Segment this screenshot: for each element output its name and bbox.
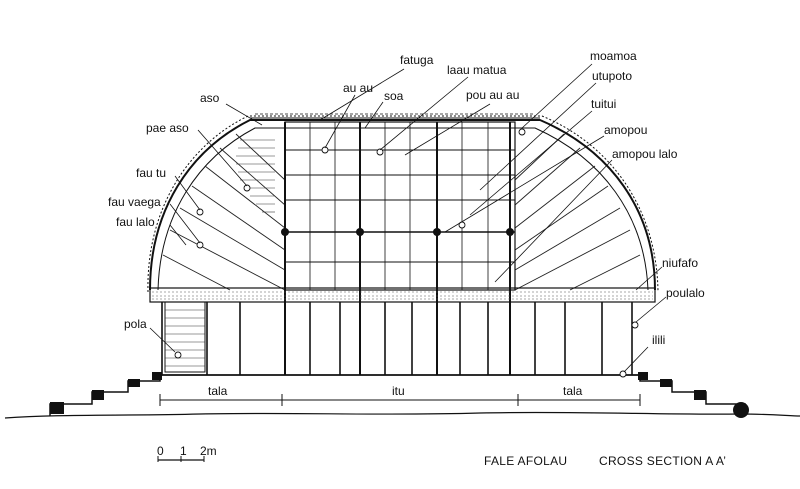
perimeter-posts xyxy=(161,302,633,375)
label-au-au: au au xyxy=(343,81,373,95)
label-tuitui: tuitui xyxy=(591,97,616,111)
part-labels: fatuga au au laau matua soa pou au au mo… xyxy=(108,49,705,347)
label-amopou-lalo: amopou lalo xyxy=(612,147,678,161)
label-fau-tu: fau tu xyxy=(136,166,166,180)
zone-tala-left: tala xyxy=(208,384,228,398)
label-pae-aso: pae aso xyxy=(146,121,189,135)
label-moamoa: moamoa xyxy=(590,49,637,63)
label-ilili: ilili xyxy=(652,333,665,347)
drawing-caption: FALE AFOLAU CROSS SECTION A A’ xyxy=(484,454,726,468)
pola-blind xyxy=(164,301,206,373)
zone-tala-right: tala xyxy=(563,384,583,398)
roof-rafters xyxy=(162,133,641,291)
label-fatuga: fatuga xyxy=(400,53,434,67)
scale-bar: 0 1 2m xyxy=(157,444,217,462)
scale-tick-2: 2m xyxy=(200,444,217,458)
scale-tick-0: 0 xyxy=(157,444,164,458)
zone-dimension xyxy=(159,394,641,406)
caption-name: FALE AFOLAU xyxy=(484,454,567,468)
label-laau-matua: laau matua xyxy=(447,63,507,77)
zone-labels: tala itu tala xyxy=(208,384,583,398)
label-pou-au-au: pou au au xyxy=(466,88,519,102)
central-frame xyxy=(284,121,516,375)
caption-section: CROSS SECTION A A’ xyxy=(599,454,726,468)
scale-tick-1: 1 xyxy=(180,444,187,458)
label-utupoto: utupoto xyxy=(592,69,632,83)
lashing-hatch xyxy=(236,139,275,213)
label-amopou: amopou xyxy=(604,123,647,137)
label-pola: pola xyxy=(124,317,147,331)
label-aso: aso xyxy=(200,91,220,105)
callout-markers xyxy=(174,128,639,378)
beam-ends xyxy=(281,228,514,236)
label-fau-vaega: fau vaega xyxy=(108,195,161,209)
leader-lines xyxy=(149,63,667,373)
label-soa: soa xyxy=(384,89,404,103)
thatch-roof xyxy=(147,113,659,293)
ground-line xyxy=(4,411,800,419)
zone-itu: itu xyxy=(392,384,405,398)
label-niufafo: niufafo xyxy=(662,256,698,270)
eave-band xyxy=(149,287,656,303)
label-poulalo: poulalo xyxy=(666,286,705,300)
label-fau-lalo: fau lalo xyxy=(116,215,155,229)
